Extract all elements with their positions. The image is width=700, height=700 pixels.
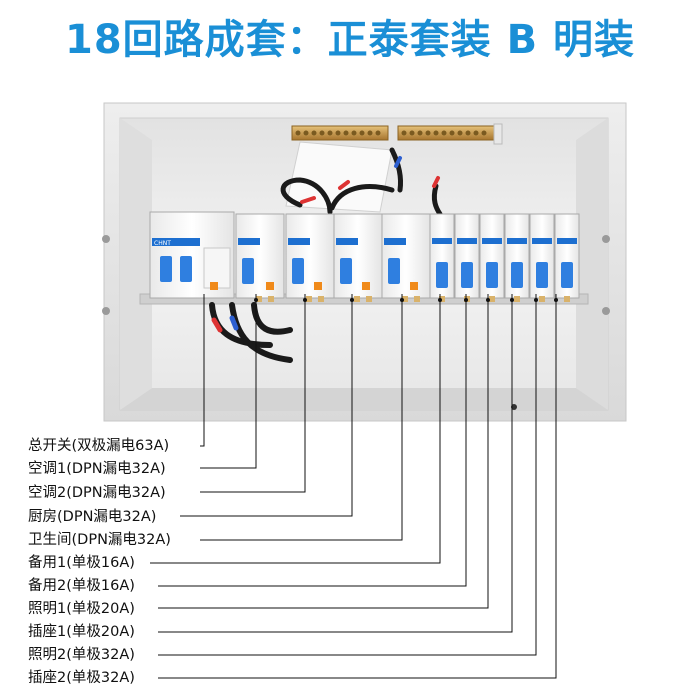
dpn-breaker-1 — [235, 213, 285, 299]
mcb-1 — [429, 213, 455, 299]
circuit-label: 空调1(DPN漏电32A) — [28, 461, 166, 477]
circuit-label: 备用2(单极16A) — [28, 578, 135, 594]
circuit-label: 总开关(双极漏电63A) — [28, 438, 170, 454]
mcb-6 — [554, 213, 580, 299]
leader-dots — [254, 298, 558, 302]
mcb-2 — [454, 213, 480, 299]
breaker-row: CHNT — [149, 211, 580, 299]
page-title: 18回路成套：正泰套装 B 明装 — [64, 17, 635, 63]
busbar-screws — [295, 130, 487, 136]
mount-hole — [102, 235, 110, 243]
circuit-label: 插座2(单极32A) — [28, 670, 135, 686]
circuit-label: 插座1(单极20A) — [28, 624, 135, 640]
circuit-label: 备用1(单极16A) — [28, 555, 135, 571]
main-breaker: CHNT — [149, 211, 235, 299]
circuit-label: 卫生间(DPN漏电32A) — [28, 532, 171, 548]
circuit-label: 空调2(DPN漏电32A) — [28, 485, 166, 501]
instruction-sheet — [285, 141, 393, 213]
leader-lines — [150, 294, 557, 679]
mount-hole — [602, 307, 610, 315]
circuit-label: 照明1(单极20A) — [28, 601, 135, 617]
brand-mark: CHNT — [154, 240, 171, 247]
circuit-label: 照明2(单极32A) — [28, 647, 135, 663]
dpn-breaker-2 — [285, 213, 335, 299]
dpn-breaker-4 — [381, 213, 431, 299]
dpn-breaker-3 — [333, 213, 383, 299]
mount-hole — [602, 235, 610, 243]
busbar-end — [493, 123, 503, 145]
mcb-3 — [479, 213, 505, 299]
mcb-4 — [504, 213, 530, 299]
top-wires — [280, 147, 443, 217]
mcb-5 — [529, 213, 555, 299]
circuit-label: 厨房(DPN漏电32A) — [28, 509, 157, 525]
bottom-wires — [209, 302, 293, 363]
mount-hole — [102, 307, 110, 315]
